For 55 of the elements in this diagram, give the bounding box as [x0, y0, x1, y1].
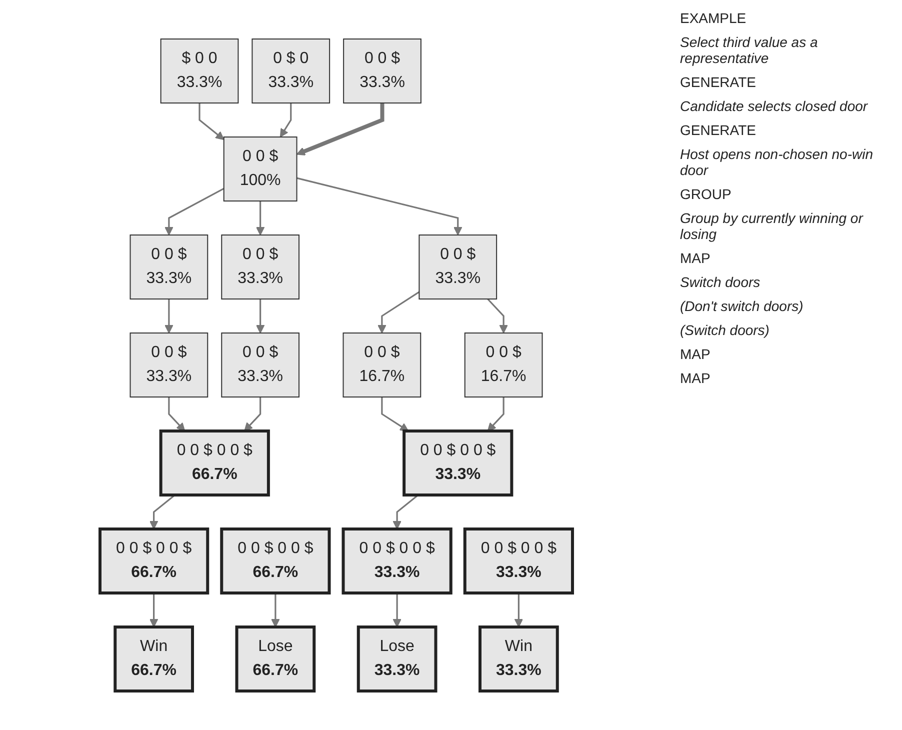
arrow — [377, 291, 420, 334]
arrow — [392, 593, 402, 628]
arrow — [296, 177, 462, 236]
node-box: 0 0 $ 33.3% — [130, 234, 208, 300]
node-box: Lose 66.7% — [235, 626, 316, 692]
annotation-note: Switch doors — [680, 274, 762, 290]
arrow — [149, 593, 158, 628]
annotation-note: Select third value as a representative — [680, 34, 819, 66]
annotation-note: Host opens non-chosen no-win door — [680, 146, 874, 178]
node-box: 0 0 $ 16.7% — [464, 332, 542, 398]
arrow — [280, 103, 292, 138]
node-box: 0 0 $ 0 0 $ 66.7% — [98, 528, 209, 594]
node-box: 0 0 $ 0 0 $ 66.7% — [159, 430, 270, 496]
node-box: 0 0 $ 100% — [223, 136, 298, 202]
node-box: 0 0 $ 0 0 $ 33.3% — [342, 528, 452, 594]
arrow — [486, 298, 508, 334]
annotation-note: Candidate selects closed door — [680, 98, 869, 114]
node-box: 0 0 $ 33.3% — [342, 38, 422, 104]
arrow — [514, 593, 523, 628]
step-label: MAP — [680, 370, 712, 386]
node-box: 0 0 $ 0 0 $ 66.7% — [220, 528, 330, 594]
node-box: $ 0 0 33.3% — [160, 38, 238, 104]
node-box: 0 0 $ 33.3% — [418, 234, 497, 300]
node-box: 0 0 $ 33.3% — [130, 332, 208, 398]
step-label: GENERATE — [680, 122, 757, 138]
node-box: 0 0 $ 33.3% — [220, 234, 300, 300]
step-label: GROUP — [680, 186, 732, 202]
annotation-note: (Switch doors) — [680, 322, 770, 338]
node-box: Win 33.3% — [478, 626, 559, 692]
node-box: Win 66.7% — [113, 626, 194, 692]
arrow — [256, 201, 264, 236]
node-box: 0 0 $ 0 0 $ 33.3% — [463, 528, 574, 594]
annotation-note: Group by currently winning or losing — [680, 210, 864, 242]
arrow — [244, 397, 261, 432]
node-box: 0 0 $ 16.7% — [342, 332, 421, 398]
arrow — [168, 397, 185, 432]
node-box: 0 0 $ 33.3% — [220, 332, 300, 398]
arrow — [164, 299, 174, 334]
arrow — [270, 593, 280, 628]
step-label: MAP — [680, 250, 712, 266]
step-label: GENERATE — [680, 74, 757, 90]
node-box: Lose 33.3% — [356, 626, 437, 692]
arrow — [164, 188, 224, 236]
node-box: 0 0 $ 0 0 $ 33.3% — [402, 430, 513, 496]
arrow — [198, 103, 224, 140]
arrow — [296, 103, 384, 156]
arrow — [256, 299, 264, 334]
node-box: 0 $ 0 33.3% — [251, 38, 330, 104]
arrow — [392, 494, 418, 530]
annotation-note: (Don't switch doors) — [680, 298, 804, 314]
arrow — [149, 494, 176, 530]
arrow — [487, 397, 504, 432]
step-label: MAP — [680, 346, 712, 362]
step-label: EXAMPLE — [680, 10, 748, 26]
arrow — [380, 397, 408, 432]
